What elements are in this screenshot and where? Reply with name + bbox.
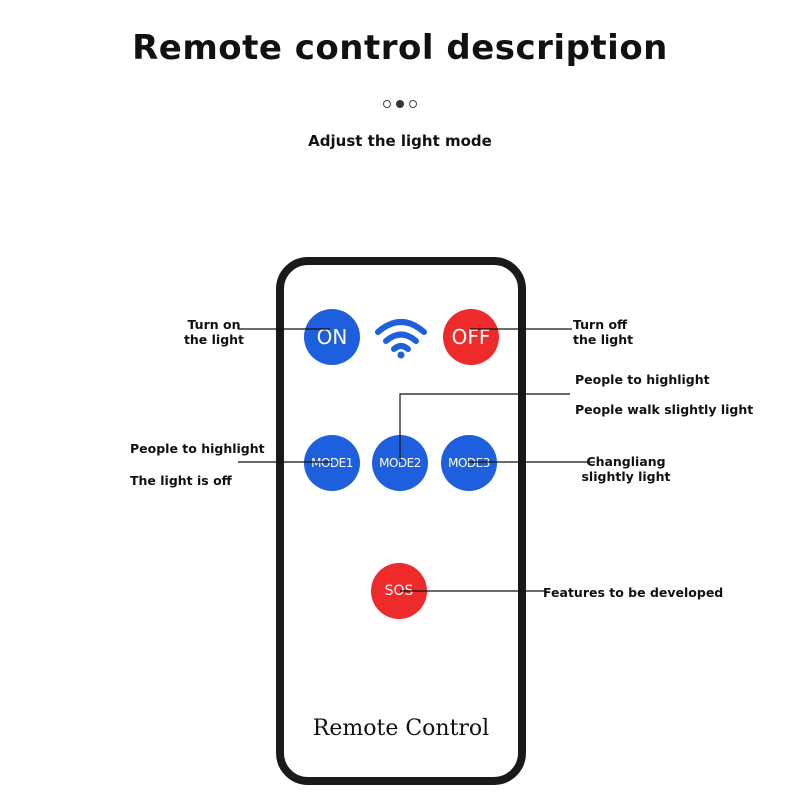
mode3-button[interactable]: MODE3 — [441, 435, 497, 491]
annotation-mode3: Changliang slightly light — [568, 454, 684, 484]
annotation-mode1-line1: People to highlight — [130, 441, 265, 456]
annotation-off-line1: Turn off — [573, 317, 628, 332]
page-title: Remote control description — [132, 28, 668, 68]
annotation-mode2-line1: People to highlight — [575, 372, 710, 387]
annotation-off: Turn off the light — [573, 317, 663, 347]
annotation-sos: Features to be developed — [543, 585, 724, 600]
annotation-mode3-line1: Changliang — [586, 454, 666, 469]
mode1-button[interactable]: MODE1 — [304, 435, 360, 491]
annotation-on-line1: Turn on — [187, 317, 241, 332]
pagination-dot[interactable] — [383, 100, 391, 108]
annotation-mode3-line2: slightly light — [581, 469, 671, 484]
pagination-dots — [0, 100, 800, 108]
annotation-mode2-line2: People walk slightly light — [575, 402, 754, 417]
annotation-off-line2: the light — [573, 332, 634, 347]
wifi-icon — [375, 319, 427, 359]
annotation-on: Turn on the light — [176, 317, 252, 347]
remote-label: Remote Control — [312, 716, 490, 741]
mode2-button[interactable]: MODE2 — [372, 435, 428, 491]
off-button[interactable]: OFF — [443, 309, 499, 365]
annotation-on-line2: the light — [183, 332, 245, 347]
pagination-dot-active[interactable] — [396, 100, 404, 108]
sos-button[interactable]: SOS — [371, 563, 427, 619]
on-button[interactable]: ON — [304, 309, 360, 365]
page-subtitle: Adjust the light mode — [308, 132, 492, 150]
pagination-dot[interactable] — [409, 100, 417, 108]
annotation-mode1-line2: The light is off — [130, 473, 232, 488]
